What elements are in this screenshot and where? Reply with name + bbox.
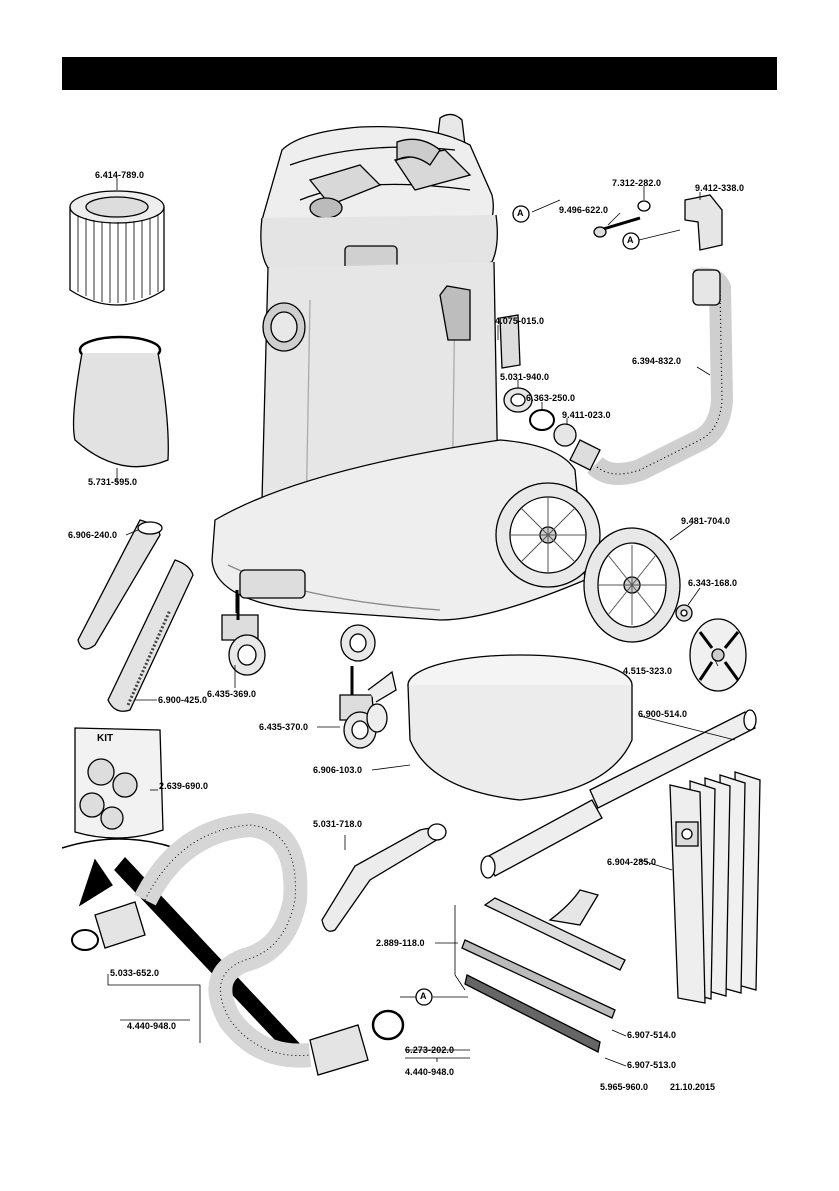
right-hose-drawing bbox=[569, 267, 734, 485]
header-bar bbox=[62, 57, 777, 90]
part-label-paper-bags: 6.904-285.0 bbox=[607, 857, 657, 867]
part-label-filter-bag: 5.731-595.0 bbox=[88, 477, 138, 487]
part-label-hose-left: 4.440-948.0 bbox=[127, 1021, 177, 1031]
kit-label: KIT bbox=[97, 733, 114, 744]
callout-marker: A bbox=[627, 235, 634, 245]
cartridge-filter-drawing bbox=[69, 190, 165, 306]
leader-lines bbox=[107, 178, 736, 1067]
vacuum-body bbox=[211, 113, 601, 676]
suction-tube-drawing bbox=[480, 709, 757, 879]
part-label-crevice-nozzle: 6.906-240.0 bbox=[68, 530, 118, 540]
part-label-elbow: 9.412-338.0 bbox=[695, 183, 745, 193]
part-label-castor-a: 6.435-369.0 bbox=[207, 689, 257, 699]
part-label-ring-b: 6.273-202.0 bbox=[405, 1045, 455, 1055]
part-label-bend: 5.031-718.0 bbox=[313, 819, 363, 829]
paper-bags-drawing bbox=[669, 771, 761, 1004]
part-label-hub-cap: 4.515-323.0 bbox=[623, 666, 673, 676]
brush-nozzle-drawing bbox=[107, 559, 194, 712]
callout-marker: A bbox=[517, 208, 524, 218]
part-label-ring-a: 5.033-652.0 bbox=[110, 968, 160, 978]
crevice-nozzle-drawing bbox=[77, 519, 163, 650]
part-label-floor-nozzle: 2.889-118.0 bbox=[376, 938, 425, 948]
callout-marker: A bbox=[420, 991, 427, 1001]
part-label-hose-bottom: 4.440-948.0 bbox=[405, 1067, 455, 1077]
bend-drawing bbox=[321, 823, 447, 932]
part-label-adapter: 9.411-023.0 bbox=[562, 410, 611, 420]
castor-b-drawing bbox=[339, 666, 397, 749]
part-label-adapter-kit: 2.639-690.0 bbox=[159, 781, 209, 791]
cover-sheet-drawing bbox=[407, 654, 633, 801]
latch-drawing bbox=[499, 314, 521, 369]
wheel-drawing bbox=[583, 527, 681, 643]
filter-bag-drawing bbox=[72, 335, 169, 468]
rings-drawing bbox=[503, 387, 577, 447]
part-label-suction-tube: 6.900-514.0 bbox=[638, 709, 688, 719]
part-label-washer: 7.312-282.0 bbox=[612, 178, 662, 188]
part-label-clip: 6.343-168.0 bbox=[688, 578, 738, 588]
part-label-cartridge-filter: 6.414-789.0 bbox=[95, 170, 145, 180]
part-label-brush-nozzle: 6.900-425.0 bbox=[158, 695, 208, 705]
part-label-cover-sheet: 6.906-103.0 bbox=[313, 765, 363, 775]
part-label-latch: 4.075-015.0 bbox=[495, 316, 545, 326]
footer-date: 21.10.2015 bbox=[670, 1082, 716, 1092]
elbow-drawing bbox=[593, 194, 723, 251]
hub-cap-drawing bbox=[689, 618, 747, 692]
clip-drawing bbox=[675, 604, 693, 622]
part-label-wheel: 9.481-704.0 bbox=[681, 516, 731, 526]
part-label-bayonet-nut: 5.031-940.0 bbox=[500, 372, 550, 382]
part-label-screw: 9.496-622.0 bbox=[559, 205, 609, 215]
footer-doc-number: 5.965-960.0 bbox=[600, 1082, 649, 1092]
left-hose-drawing bbox=[71, 812, 405, 1076]
part-label-hose-right: 6.394-832.0 bbox=[632, 356, 682, 366]
part-label-o-ring: 6.363-250.0 bbox=[526, 393, 576, 403]
part-label-brush-strip: 6.907-513.0 bbox=[627, 1060, 677, 1070]
part-label-castor-b: 6.435-370.0 bbox=[259, 722, 309, 732]
part-label-rubber-strip: 6.907-514.0 bbox=[627, 1030, 677, 1040]
kit-drawing bbox=[61, 727, 307, 1056]
floor-nozzle-drawing bbox=[454, 889, 626, 1053]
